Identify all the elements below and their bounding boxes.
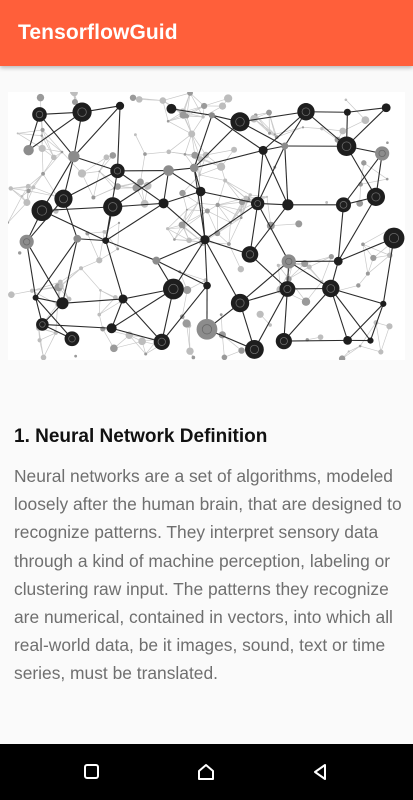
app-bar: TensorflowGuid <box>0 0 413 66</box>
back-triangle-icon <box>314 764 326 780</box>
recents-button[interactable] <box>78 758 106 786</box>
neural-network-image <box>8 92 405 360</box>
home-icon <box>198 764 214 780</box>
app-title: TensorflowGuid <box>18 21 178 44</box>
home-button[interactable] <box>192 758 220 786</box>
back-button[interactable] <box>306 758 334 786</box>
recents-square-icon <box>84 764 99 779</box>
scroll-content[interactable]: 1. Neural Network Definition Neural netw… <box>0 66 413 744</box>
system-navigation-bar <box>0 744 413 800</box>
section-paragraph: Neural networks are a set of algorithms,… <box>14 466 402 684</box>
section-heading: 1. Neural Network Definition <box>14 426 268 447</box>
neural-network-graphic <box>8 92 405 360</box>
